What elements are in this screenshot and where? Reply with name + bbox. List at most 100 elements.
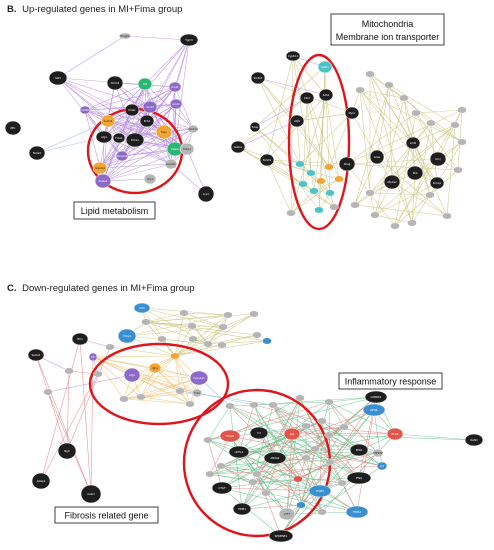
b-edge (99, 148, 176, 169)
c-node-calml: Calml (80, 484, 102, 504)
b-node-label: Gabra (234, 145, 242, 149)
b-edge (369, 192, 376, 216)
b-minor-node (334, 175, 344, 183)
c-node-shape (219, 429, 241, 443)
b-edge (57, 77, 109, 122)
b-node-shape (197, 185, 215, 203)
b-edge (354, 84, 390, 206)
c-minor-node (225, 402, 235, 410)
edges-panel-c (35, 307, 475, 537)
c-edge (207, 439, 223, 489)
c-minor-node (325, 458, 335, 466)
b-node-label: Hmgb1 (120, 34, 130, 38)
c-edge (207, 439, 323, 513)
c-edge (252, 452, 379, 483)
c-edge (319, 420, 323, 492)
b-node-myoc: Myoc (344, 106, 360, 120)
c-node-shape (228, 445, 250, 459)
b-node-shape (115, 150, 129, 162)
c-node-shape (464, 433, 484, 447)
b-edge (290, 190, 315, 214)
b-edge (134, 103, 177, 141)
b-node-slc4a7: Slc4a7 (250, 71, 266, 85)
c-node-label: THBS3 (353, 510, 362, 514)
b-node-label: Cpt1b (81, 108, 89, 112)
c-edge (174, 326, 224, 357)
c-edge (209, 473, 321, 492)
c-minor-node (203, 436, 213, 444)
b-edge (99, 128, 194, 169)
c-minor-node (324, 398, 334, 406)
c-minor-node (249, 310, 259, 318)
b-node-ech1: Ech1 (139, 114, 155, 128)
c-node-rasd: RASD (464, 433, 484, 447)
b-node-shape (95, 130, 113, 144)
b-node-label: Acot2 (172, 102, 180, 106)
c-edge (328, 401, 345, 428)
b-node-ucp1: Ucp1 (143, 173, 157, 185)
c-minor-node (187, 322, 197, 330)
c-edge (272, 404, 360, 479)
c-node-ifng: IFNG (346, 471, 372, 485)
c-edge (47, 391, 92, 495)
b-minor-node (384, 81, 394, 89)
b-edge (391, 124, 456, 183)
c-node-shape (362, 403, 386, 417)
c-edge (174, 313, 255, 357)
c-node-atg1: Atg1 (123, 367, 141, 383)
c-edge (356, 409, 375, 513)
c-minor-node (339, 423, 349, 431)
b-edge (254, 66, 326, 128)
b-minor-node (286, 209, 296, 217)
b-edge (144, 83, 194, 130)
c-node-label: Ccl5 (139, 306, 145, 310)
b-node-pnpla2: Pnpla2 (94, 173, 112, 189)
c-edge (174, 325, 193, 357)
c-edge (207, 314, 229, 345)
c-node-itgb2: ITGB2 (308, 484, 332, 498)
b-edge (124, 35, 190, 41)
b-minor-node (370, 211, 380, 219)
c-node-atf7: ATF7 (278, 507, 296, 521)
panel-b-letter: B. (7, 4, 17, 15)
c-node-label: ATF7 (284, 512, 291, 516)
b-edge (102, 136, 105, 182)
b-node-hmgb1: Hmgb1 (118, 32, 132, 40)
c-edge (253, 404, 299, 480)
c-minor-node (252, 331, 262, 339)
b-node-label: Acad11 (166, 162, 176, 166)
b-minor-node (457, 138, 467, 146)
c-node-shape (372, 448, 384, 458)
c-edge (252, 457, 307, 483)
b-edge (403, 97, 416, 174)
b-edge (266, 55, 294, 161)
c-edge (207, 334, 258, 345)
c-edge (280, 396, 377, 537)
c-edge (220, 465, 343, 484)
c-edge (256, 448, 316, 475)
b-node-cbr2: Cbr2 (299, 91, 315, 105)
b-node-shape (94, 173, 112, 189)
c-edge (265, 492, 358, 513)
b-node-shape (429, 151, 447, 167)
c-minor-node (179, 309, 189, 317)
c-node-ticam: TICAM (219, 429, 241, 443)
b-edge (84, 109, 188, 150)
b-node-shape (118, 32, 132, 40)
panel-b-title: B. Up-regulated genes in MI+Fima group (7, 4, 182, 15)
b-edge (351, 112, 378, 158)
b-node-shape (259, 153, 275, 167)
c-minor-node (203, 340, 213, 348)
c-edge (297, 478, 302, 506)
b-edge (359, 89, 438, 184)
c-edge (35, 354, 68, 452)
b-edge (354, 204, 448, 217)
b-node-label: Pex11a (188, 127, 198, 131)
b-edge (346, 112, 417, 165)
b-node-nr4a3: Nr4a3 (28, 145, 46, 161)
b-minor-node (355, 86, 365, 94)
b-edge (359, 89, 414, 144)
lipid-metabolism-box: Lipid metabolism (73, 201, 156, 220)
b-edge (102, 83, 146, 182)
